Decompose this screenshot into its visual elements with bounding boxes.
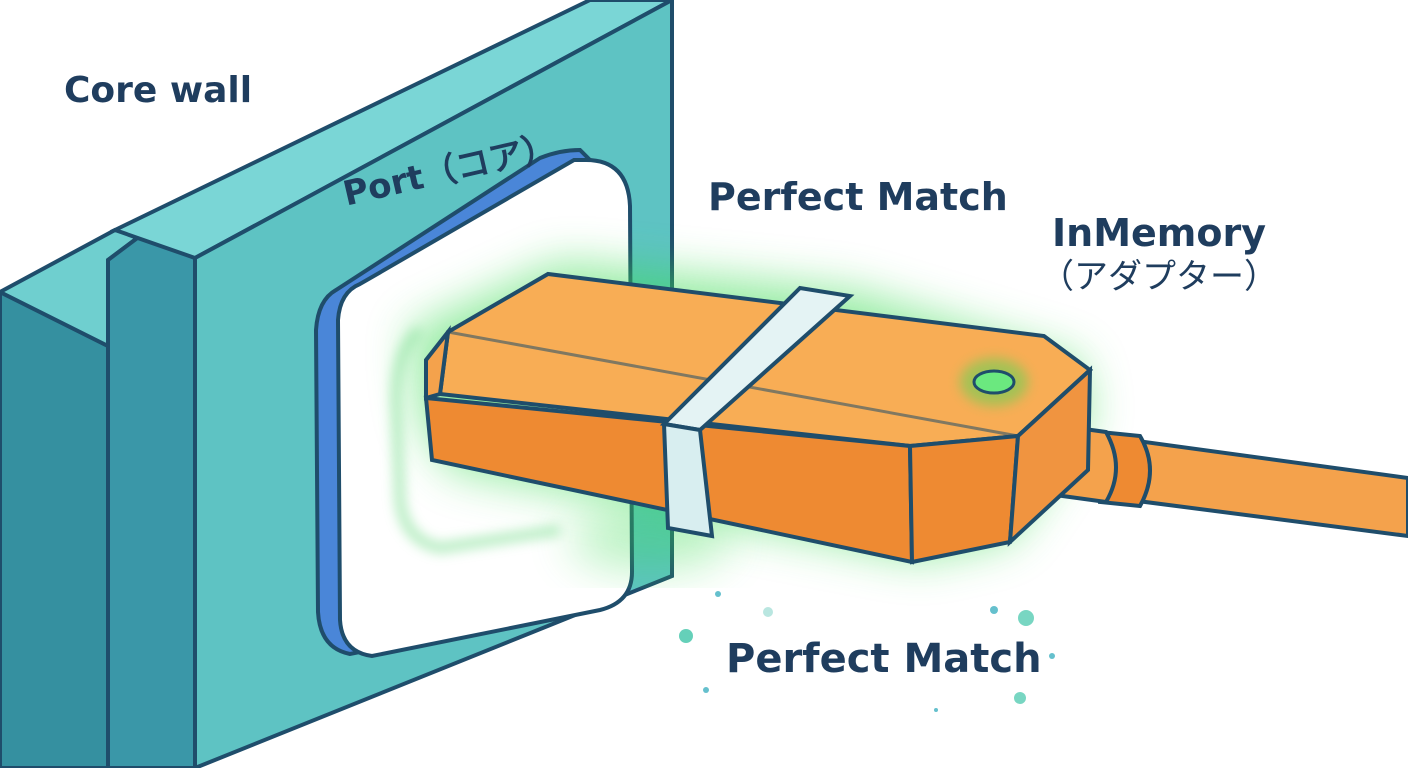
sparkle [1014,692,1026,704]
sparkle [763,607,773,617]
perfect-match-label-top: Perfect Match [708,175,1008,219]
adapter-side-right [1007,365,1093,547]
core-wall-label: Core wall [64,70,253,111]
led-indicator [960,358,1028,406]
sparkle [934,708,938,712]
cable-body [1128,437,1408,539]
sparkle [703,687,709,693]
cable [1037,421,1408,539]
sparkles [679,591,1055,712]
adapter-sublabel: （アダプター） [1040,257,1278,297]
sparkle [715,591,721,597]
perfect-match-label-bottom: Perfect Match [726,636,1042,682]
sparkle [1018,610,1034,626]
inner-glow-ring [390,326,561,554]
adapter-side [907,433,1021,565]
adapter-band [659,285,855,539]
sparkle [1049,653,1055,659]
wall-top [109,0,673,261]
wall-notch [106,233,197,768]
inmemory-label: InMemory [1052,211,1266,255]
sparkle [990,606,998,614]
sparkle [679,629,693,643]
wall-side-left [0,289,110,768]
band-front [661,421,715,539]
